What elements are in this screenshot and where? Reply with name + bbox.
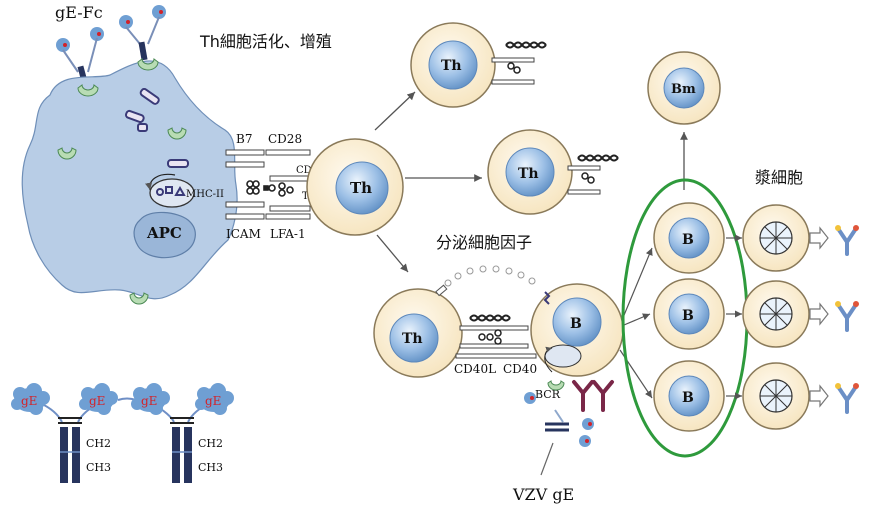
cd4-label: CD4 (296, 165, 318, 176)
antibody-icon-2 (833, 299, 861, 332)
cytokine-label: 分泌細胞因子 (436, 233, 532, 252)
bm-nucleus (663, 67, 705, 109)
th-top-surface-molecules (491, 41, 547, 85)
th-nucleus-center (335, 161, 389, 215)
vzv-ge-antigens (524, 392, 594, 447)
ge-label-3: gE (141, 394, 157, 408)
th-middle-surface-molecules (567, 154, 619, 195)
b-cell-2 (653, 278, 725, 350)
apc-cell-body (21, 60, 238, 300)
th-nucleus-middle (505, 147, 555, 197)
icam-label: ICAM (226, 227, 261, 241)
mhc-tcr-complex (246, 180, 294, 197)
ge-label-1: gE (21, 394, 37, 408)
plasma-cell-2 (742, 280, 810, 348)
ch3-label-left: CH3 (86, 461, 111, 474)
bcr-label: BCR (535, 388, 561, 401)
synapse-bars (225, 149, 311, 220)
fc-receptor-icons (57, 58, 187, 305)
arrow-to-th-top (374, 91, 416, 131)
th-activation-label: Th細胞活化、增殖 (199, 32, 332, 51)
apc-label: APC (146, 224, 182, 242)
arrow-to-th-bottom (376, 234, 409, 273)
b-label-1: B (682, 232, 694, 248)
th-label-middle: Th (518, 166, 539, 182)
secretion-arrows (809, 226, 829, 408)
b-cell-3 (653, 360, 725, 432)
plasma-cell-1 (742, 204, 810, 272)
b-label-interacting: B (570, 316, 582, 332)
processing-arrow (145, 173, 176, 191)
th-nucleus-bottom (389, 313, 439, 363)
b-label-2: B (682, 308, 694, 324)
lfa1-label: LFA-1 (270, 227, 306, 241)
b7-label: B7 (236, 132, 252, 146)
cd28-label: CD28 (268, 132, 302, 146)
apc-nucleus (133, 211, 196, 259)
th-nucleus-top (428, 40, 478, 90)
b-label-3: B (682, 390, 694, 406)
ch2-label-right: CH2 (198, 437, 223, 450)
ge-label-2: gE (89, 394, 105, 408)
th-label-bottom: Th (402, 331, 423, 347)
antibody-icon-1 (833, 223, 861, 256)
ge-fc-construct (39, 397, 211, 483)
ge-fc-label: gE-Fc (55, 3, 103, 22)
b-nucleus-interacting (552, 297, 602, 347)
cytokine-release-icon (435, 284, 448, 297)
bm-label: Bm (671, 82, 696, 97)
cd40l-label: CD40L (454, 362, 496, 376)
cd40-label: CD40 (503, 362, 537, 376)
vzv-ge-pointer (540, 442, 554, 476)
endosome-icons (125, 87, 189, 168)
cytokine-dots (444, 265, 536, 287)
th-b-synapse-molecules (455, 291, 551, 359)
plasma-cell-3 (742, 362, 810, 430)
b-cell-1 (653, 202, 725, 274)
ch3-label-right: CH3 (198, 461, 223, 474)
ge-label-4: gE (205, 394, 221, 408)
th-label-center: Th (350, 179, 372, 197)
th-label-top: Th (441, 58, 462, 74)
peptide-fragments (156, 185, 186, 196)
internalization-arrow (544, 346, 553, 373)
ch2-label-left: CH2 (86, 437, 111, 450)
arrow-to-b-middle (623, 313, 651, 326)
plasma-cell-label: 漿細胞 (755, 168, 803, 187)
arrow-to-b-top (621, 247, 653, 321)
antibody-icon-3 (833, 381, 861, 414)
bcr-receptor-icon (547, 380, 565, 391)
vzv-ge-label: VZV gE (512, 485, 574, 504)
membrane-antibodies (572, 380, 614, 412)
mhc2-label: MHC-II (186, 189, 224, 200)
